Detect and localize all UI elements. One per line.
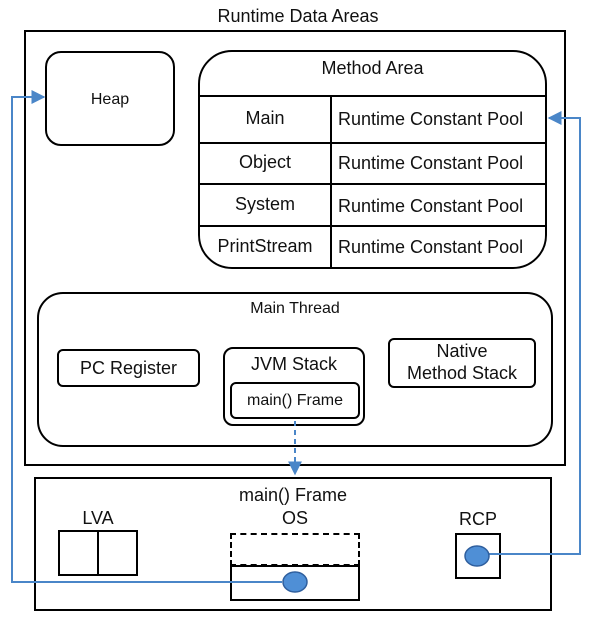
main-frame-box	[230, 382, 360, 419]
method-area-row-divider	[200, 142, 545, 144]
pc-register-box	[57, 349, 200, 387]
method-area-label: Method Area	[321, 58, 424, 78]
jvm-stack-label: JVM Stack	[250, 354, 338, 374]
pool-printstream: Runtime Constant Pool	[338, 237, 524, 257]
main-frame-label: main() Frame	[246, 392, 343, 409]
lva-slot-divider	[97, 532, 99, 574]
lva-box	[58, 530, 138, 576]
native-method-stack-label-line1: Native	[436, 341, 488, 361]
diagram-title: Runtime Data Areas	[217, 6, 379, 26]
rcp-reference-dot	[464, 545, 490, 567]
native-method-stack-label-line2: Method Stack	[406, 363, 518, 383]
heap-label: Heap	[90, 91, 130, 108]
os-to-heap-arrow	[11, 90, 282, 583]
pool-object: Runtime Constant Pool	[338, 153, 524, 173]
pool-system: Runtime Constant Pool	[338, 196, 524, 216]
method-area-row-divider	[200, 225, 545, 227]
lva-label: LVA	[82, 508, 114, 528]
class-printstream: PrintStream	[217, 236, 313, 256]
os-reference-dot	[282, 571, 308, 593]
heap-box	[45, 51, 175, 146]
method-area-box	[198, 50, 547, 269]
class-object: Object	[238, 152, 292, 172]
rcp-to-constant-pool-arrow	[489, 111, 581, 555]
rcp-box	[455, 533, 501, 579]
frame-detail-title: main() Frame	[238, 485, 347, 505]
rcp-label: RCP	[458, 509, 497, 529]
os-label: OS	[281, 508, 308, 528]
main-thread-label: Main Thread	[250, 300, 340, 317]
class-system: System	[234, 194, 295, 214]
pc-register-label: PC Register	[79, 358, 178, 378]
method-area-header-divider	[200, 95, 545, 97]
method-area-row-divider	[200, 183, 545, 185]
pool-main: Runtime Constant Pool	[338, 109, 524, 129]
native-method-stack-box	[388, 338, 536, 388]
method-area-column-divider	[330, 95, 332, 267]
class-main: Main	[245, 108, 285, 128]
